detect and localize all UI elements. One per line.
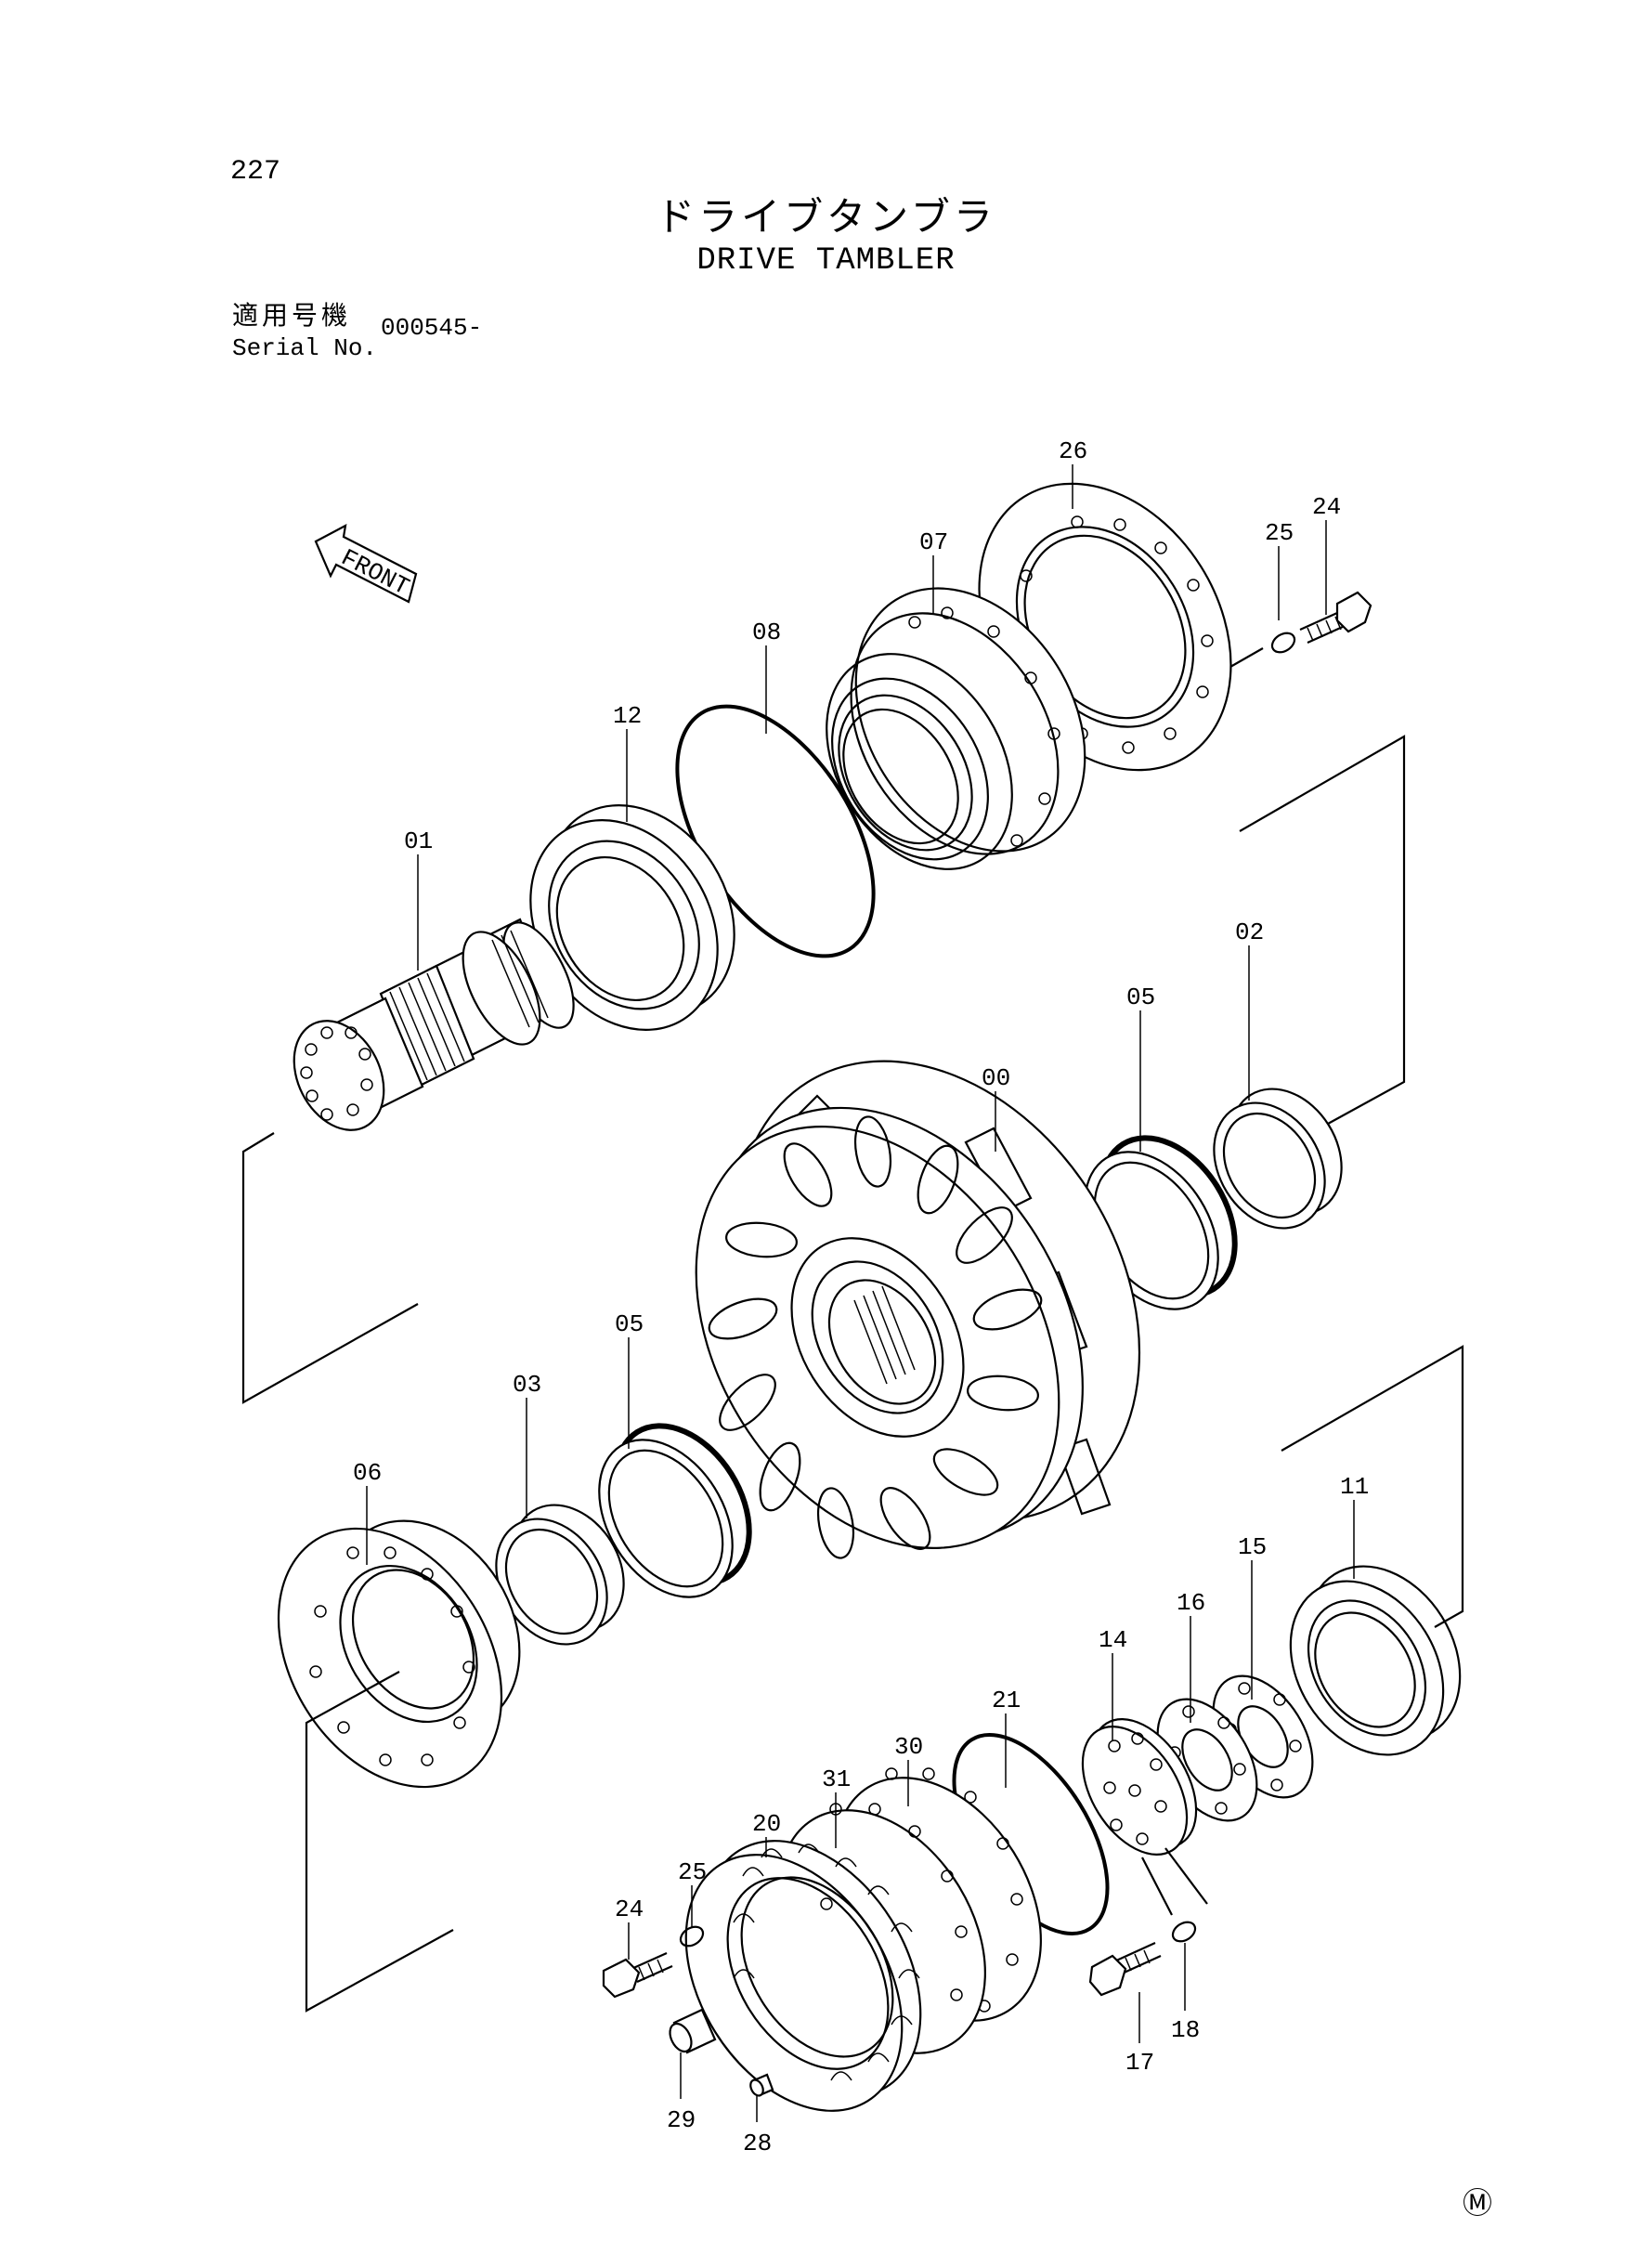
part-01-spline-shaft (293, 918, 575, 1131)
label-25-top: 25 (1265, 519, 1294, 547)
part-labels: 26 24 25 07 08 12 01 02 05 00 05 03 06 1… (353, 437, 1369, 2157)
front-arrow-icon: FRONT (314, 523, 418, 604)
label-31: 31 (822, 1765, 851, 1793)
part-20-sprocket-carrier (684, 1840, 922, 2112)
label-01: 01 (404, 827, 433, 855)
part-25-washer-top (1270, 632, 1296, 654)
part-24-bolt-bottom (602, 1951, 673, 1999)
serial-number-value: 000545- (381, 314, 483, 342)
part-12-bearing (529, 804, 735, 1031)
label-14: 14 (1099, 1626, 1127, 1654)
label-25-bottom: 25 (678, 1858, 707, 1886)
part-18-washer (1171, 1921, 1197, 1943)
leader-lines (366, 464, 1355, 2122)
label-05-lower: 05 (615, 1310, 644, 1338)
label-08: 08 (752, 619, 781, 646)
part-03-ring (495, 1504, 625, 1646)
assembly-lines (241, 647, 1464, 2013)
label-06: 06 (353, 1459, 382, 1487)
label-21: 21 (992, 1687, 1021, 1714)
label-03: 03 (513, 1371, 541, 1399)
part-24-bolt-top (1299, 591, 1372, 645)
title-english: DRIVE TAMBLER (696, 243, 956, 279)
label-02: 02 (1235, 919, 1264, 946)
label-16: 16 (1177, 1589, 1205, 1617)
label-24-bottom: 24 (615, 1896, 644, 1923)
label-20: 20 (752, 1810, 781, 1838)
part-06-flange-hub (277, 1519, 521, 1789)
part-25-washer-bottom (679, 1925, 705, 1948)
part-07-hub (826, 587, 1086, 870)
title-japanese: ドライブタンブラ (656, 194, 996, 240)
part-00-drive-tumbler (695, 1060, 1141, 1559)
label-17: 17 (1125, 2049, 1154, 2077)
label-28: 28 (743, 2130, 772, 2157)
part-11-bearing (1289, 1565, 1462, 1756)
label-12: 12 (613, 702, 642, 730)
part-29-plug (669, 2008, 717, 2054)
serial-number-label: Serial No. (232, 334, 378, 362)
page-number: 227 (230, 156, 281, 188)
part-28-pin (749, 2073, 774, 2097)
label-00: 00 (982, 1064, 1010, 1092)
part-14-plate (1081, 1717, 1198, 1857)
label-30: 30 (894, 1733, 923, 1761)
part-02-ring (1213, 1088, 1343, 1230)
label-07: 07 (919, 528, 948, 556)
label-18: 18 (1171, 2016, 1200, 2044)
label-11: 11 (1340, 1473, 1369, 1501)
m-mark-symbol: Ⓜ (1463, 2185, 1492, 2221)
label-24-top: 24 (1312, 493, 1341, 521)
label-05-upper: 05 (1126, 984, 1155, 1011)
applicable-serial-label: 適用号機 (232, 300, 352, 331)
label-29: 29 (667, 2106, 696, 2134)
part-17-bolt (1088, 1941, 1162, 1997)
label-15: 15 (1238, 1533, 1267, 1561)
label-26: 26 (1059, 437, 1087, 465)
part-05-seal-lower (598, 1423, 752, 1598)
